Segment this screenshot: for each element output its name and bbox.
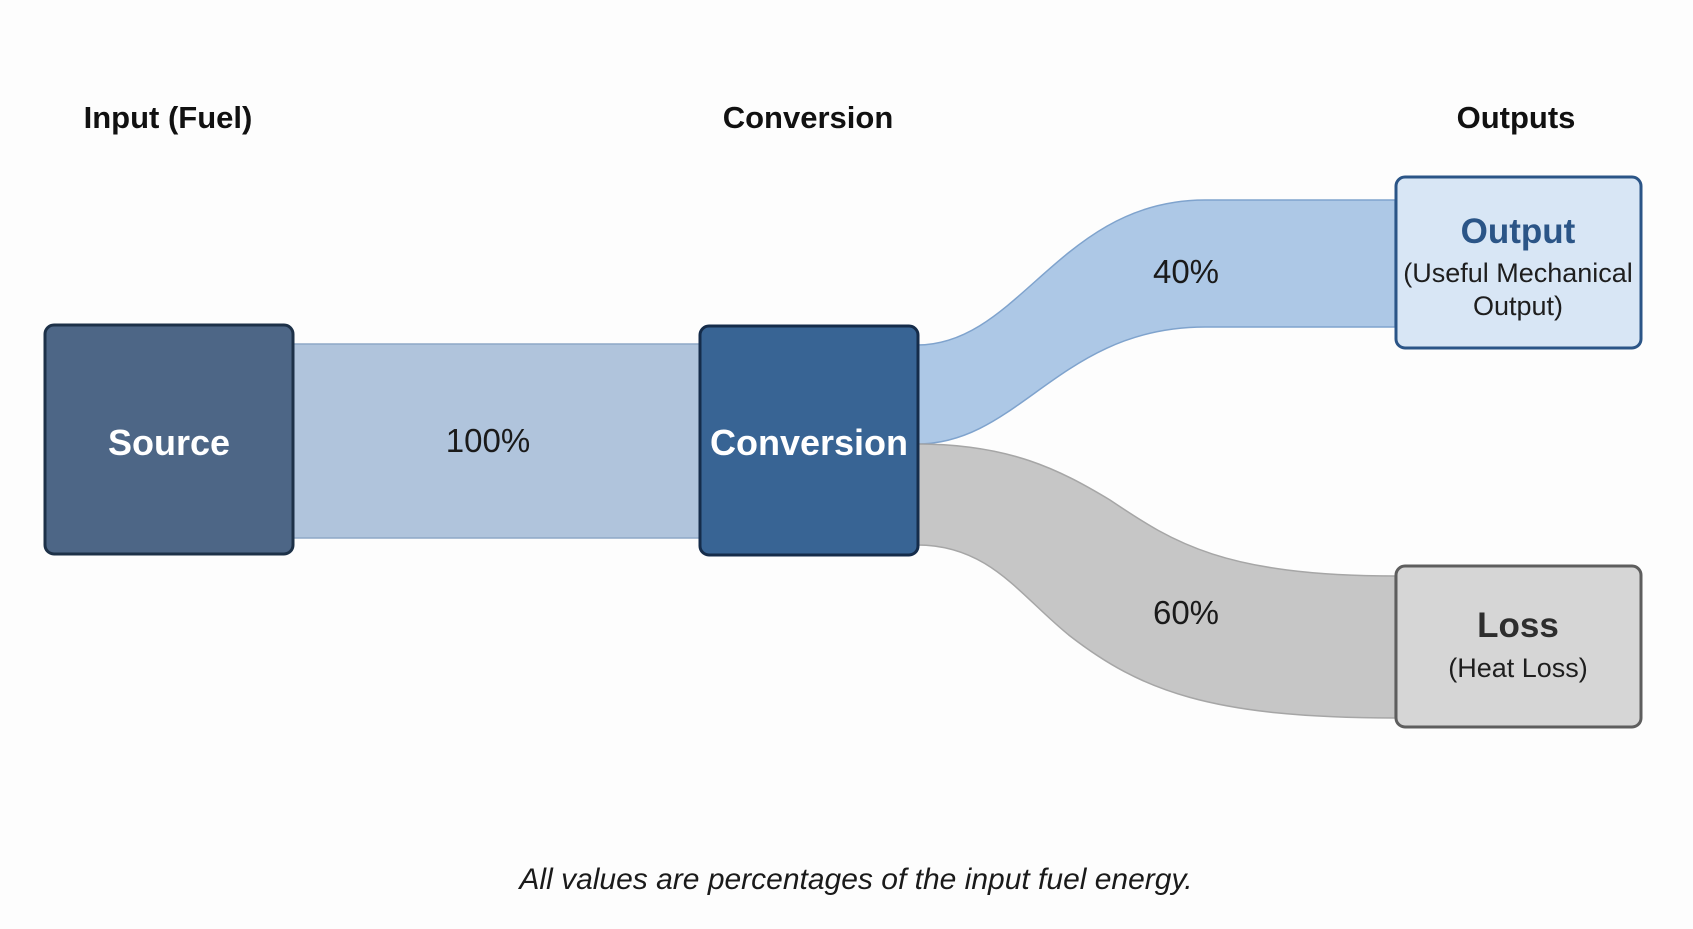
flow-label-conversion-loss: 60%	[1153, 594, 1219, 631]
column-heading-conversion: Conversion	[723, 100, 894, 135]
node-source-title: Source	[108, 422, 230, 463]
column-heading-input: Input (Fuel)	[84, 100, 253, 135]
node-loss-title: Loss	[1477, 606, 1559, 645]
flow-band-conversion-output	[916, 199, 1396, 445]
node-output-title: Output	[1461, 212, 1576, 251]
node-loss: Loss (Heat Loss)	[1394, 564, 1643, 729]
flow-band-conversion-loss	[916, 443, 1396, 719]
footnote: All values are percentages of the input …	[517, 863, 1192, 896]
node-output-subtitle-line1: (Useful Mechanical	[1403, 258, 1633, 288]
node-conversion: Conversion	[698, 324, 920, 557]
node-output: Output (Useful Mechanical Output)	[1394, 175, 1643, 350]
node-loss-subtitle: (Heat Loss)	[1448, 653, 1588, 683]
flow-label-source-conversion: 100%	[446, 422, 530, 459]
node-output-subtitle-line2: Output)	[1473, 291, 1563, 321]
flow-label-conversion-output: 40%	[1153, 253, 1219, 290]
node-source: Source	[43, 323, 295, 556]
node-conversion-title: Conversion	[710, 422, 908, 463]
column-heading-outputs: Outputs	[1457, 100, 1576, 135]
